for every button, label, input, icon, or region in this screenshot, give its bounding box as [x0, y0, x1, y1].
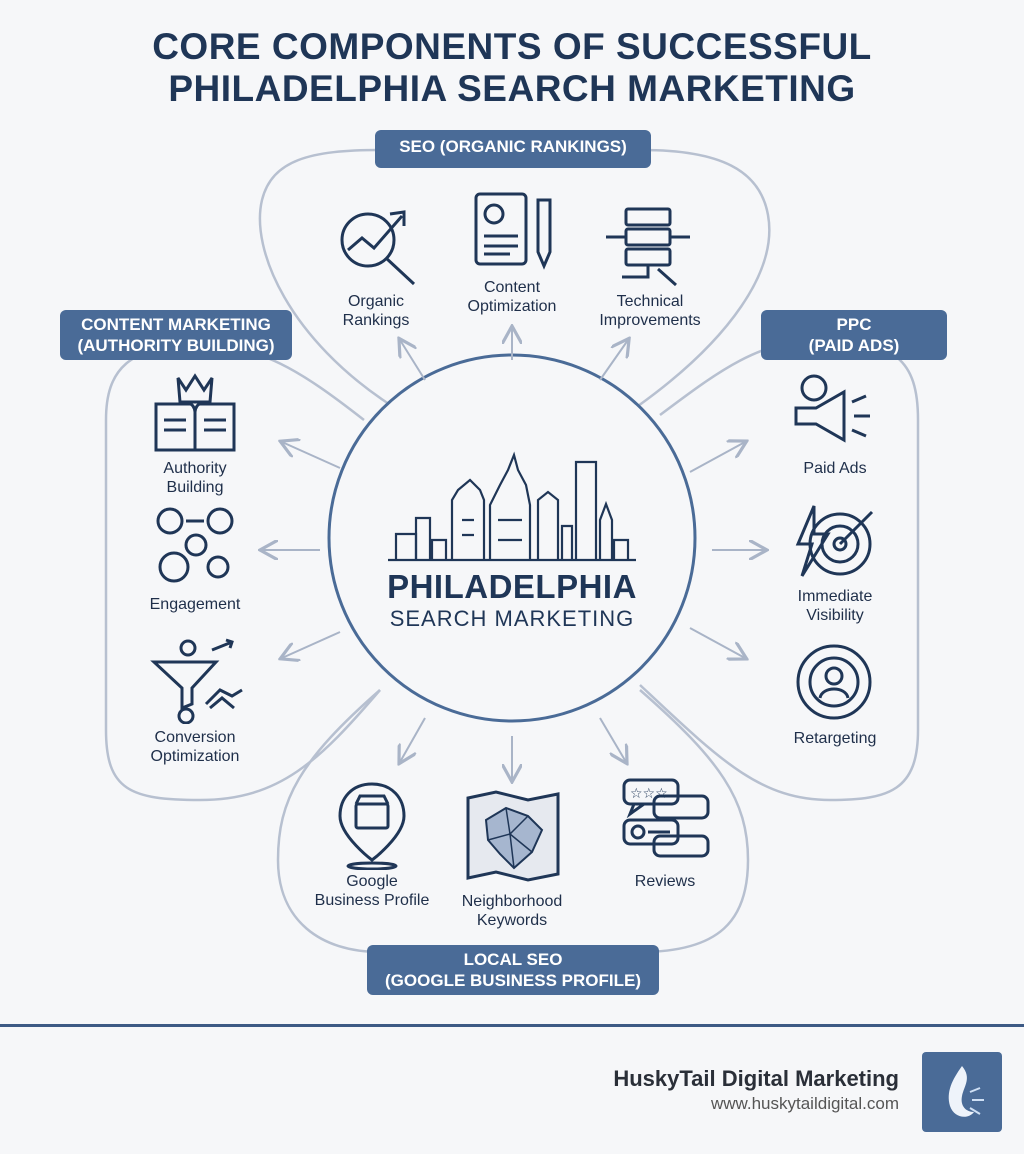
content-title-1: CONTENT MARKETING — [81, 315, 271, 334]
target-lightning-icon — [795, 505, 874, 577]
content-badge: CONTENT MARKETING (AUTHORITY BUILDING) — [60, 310, 292, 360]
magnifier-chart-icon — [340, 210, 416, 286]
reviews-chat-icon: ☆☆☆ — [622, 778, 710, 858]
engagement-gears-icon — [156, 507, 234, 583]
local-title-2: (GOOGLE BUSINESS PROFILE) — [385, 971, 641, 990]
brand-name: HuskyTail Digital Marketing — [613, 1066, 899, 1091]
title-line-1: CORE COMPONENTS OF SUCCESSFUL — [152, 26, 872, 67]
brand-block: HuskyTail Digital Marketing www.huskytai… — [613, 1066, 899, 1114]
megaphone-icon — [794, 374, 870, 443]
seo-item-label: Content Optimization — [467, 279, 557, 315]
neighborhood-map-icon — [466, 790, 560, 882]
content-item-label: Conversion Optimization — [150, 729, 240, 765]
ppc-badge: PPC (PAID ADS) — [761, 310, 947, 360]
seo-title: SEO (ORGANIC RANKINGS) — [399, 137, 627, 156]
book-crown-icon — [154, 373, 236, 452]
brand-logo-icon — [922, 1052, 1002, 1132]
ppc-item-label: Immediate Visibility — [797, 588, 873, 624]
ppc-title-1: PPC — [836, 315, 872, 334]
brand-url[interactable]: www.huskytaildigital.com — [710, 1094, 899, 1113]
center-subtitle: SEARCH MARKETING — [389, 606, 635, 631]
local-badge: LOCAL SEO (GOOGLE BUSINESS PROFILE) — [367, 945, 659, 995]
local-item-label: Google Business Profile — [314, 873, 430, 909]
content-item-label: Engagement — [149, 596, 241, 613]
skyline-icon — [388, 451, 636, 562]
funnel-handshake-icon — [150, 638, 243, 724]
content-title-2: (AUTHORITY BUILDING) — [77, 336, 275, 355]
local-item-label: Neighborhood Keywords — [461, 893, 563, 929]
seo-item-label: Technical Improvements — [599, 293, 701, 329]
ppc-item-label: Paid Ads — [803, 460, 867, 477]
seo-item-label: Organic Rankings — [342, 293, 410, 329]
center-title: PHILADELPHIA — [387, 568, 637, 605]
retargeting-user-icon — [796, 644, 872, 720]
content-item-label: Authority Building — [163, 460, 227, 496]
footer-divider — [0, 1024, 1024, 1027]
ppc-item-label: Retargeting — [793, 730, 877, 747]
seo-badge: SEO (ORGANIC RANKINGS) — [375, 130, 651, 168]
map-pin-store-icon — [338, 782, 406, 870]
svg-text:☆☆☆: ☆☆☆ — [630, 786, 668, 802]
server-wrench-icon — [606, 207, 690, 287]
title-line-2: PHILADELPHIA SEARCH MARKETING — [168, 68, 856, 109]
center-circle — [327, 353, 697, 723]
document-gear-icon — [474, 192, 552, 270]
local-item-label: Reviews — [634, 873, 696, 890]
ppc-title-2: (PAID ADS) — [808, 336, 900, 355]
local-title-1: LOCAL SEO — [463, 950, 563, 969]
